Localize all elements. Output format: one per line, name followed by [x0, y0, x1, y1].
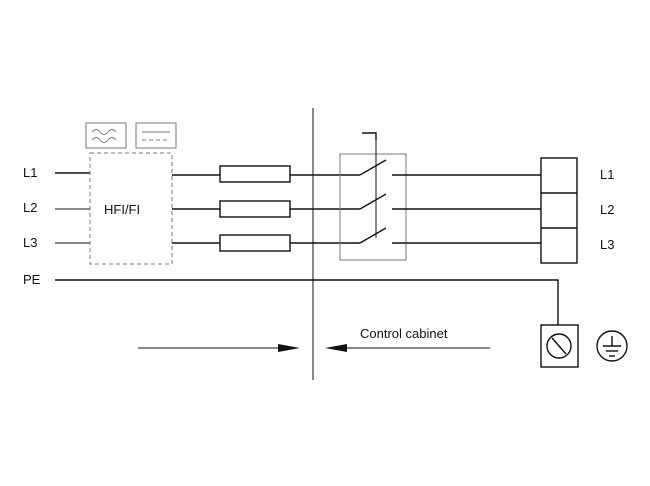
dc-icon	[135, 122, 177, 149]
arrow-left	[325, 344, 490, 352]
rcd-label: HFI/FI	[104, 202, 140, 217]
ground-icon	[596, 330, 628, 362]
label-right-l1: L1	[600, 167, 614, 182]
fuse-l3	[219, 234, 291, 252]
label-left-l3: L3	[23, 235, 37, 250]
ac-wave-icon	[85, 122, 127, 149]
rcd-box	[89, 152, 173, 265]
fuse-l1	[219, 165, 291, 183]
fuse-l2	[219, 200, 291, 218]
label-right-l3: L3	[600, 237, 614, 252]
arrow-right	[138, 344, 300, 352]
terminal-block	[540, 157, 578, 264]
earth-terminal-icon	[540, 324, 579, 368]
main-switch	[339, 132, 407, 261]
label-left-pe: PE	[23, 272, 41, 287]
label-left-l1: L1	[23, 165, 37, 180]
wire-pe	[55, 279, 559, 325]
label-left-l2: L2	[23, 200, 37, 215]
control-cabinet-label: Control cabinet	[360, 326, 448, 341]
label-right-l2: L2	[600, 202, 614, 217]
